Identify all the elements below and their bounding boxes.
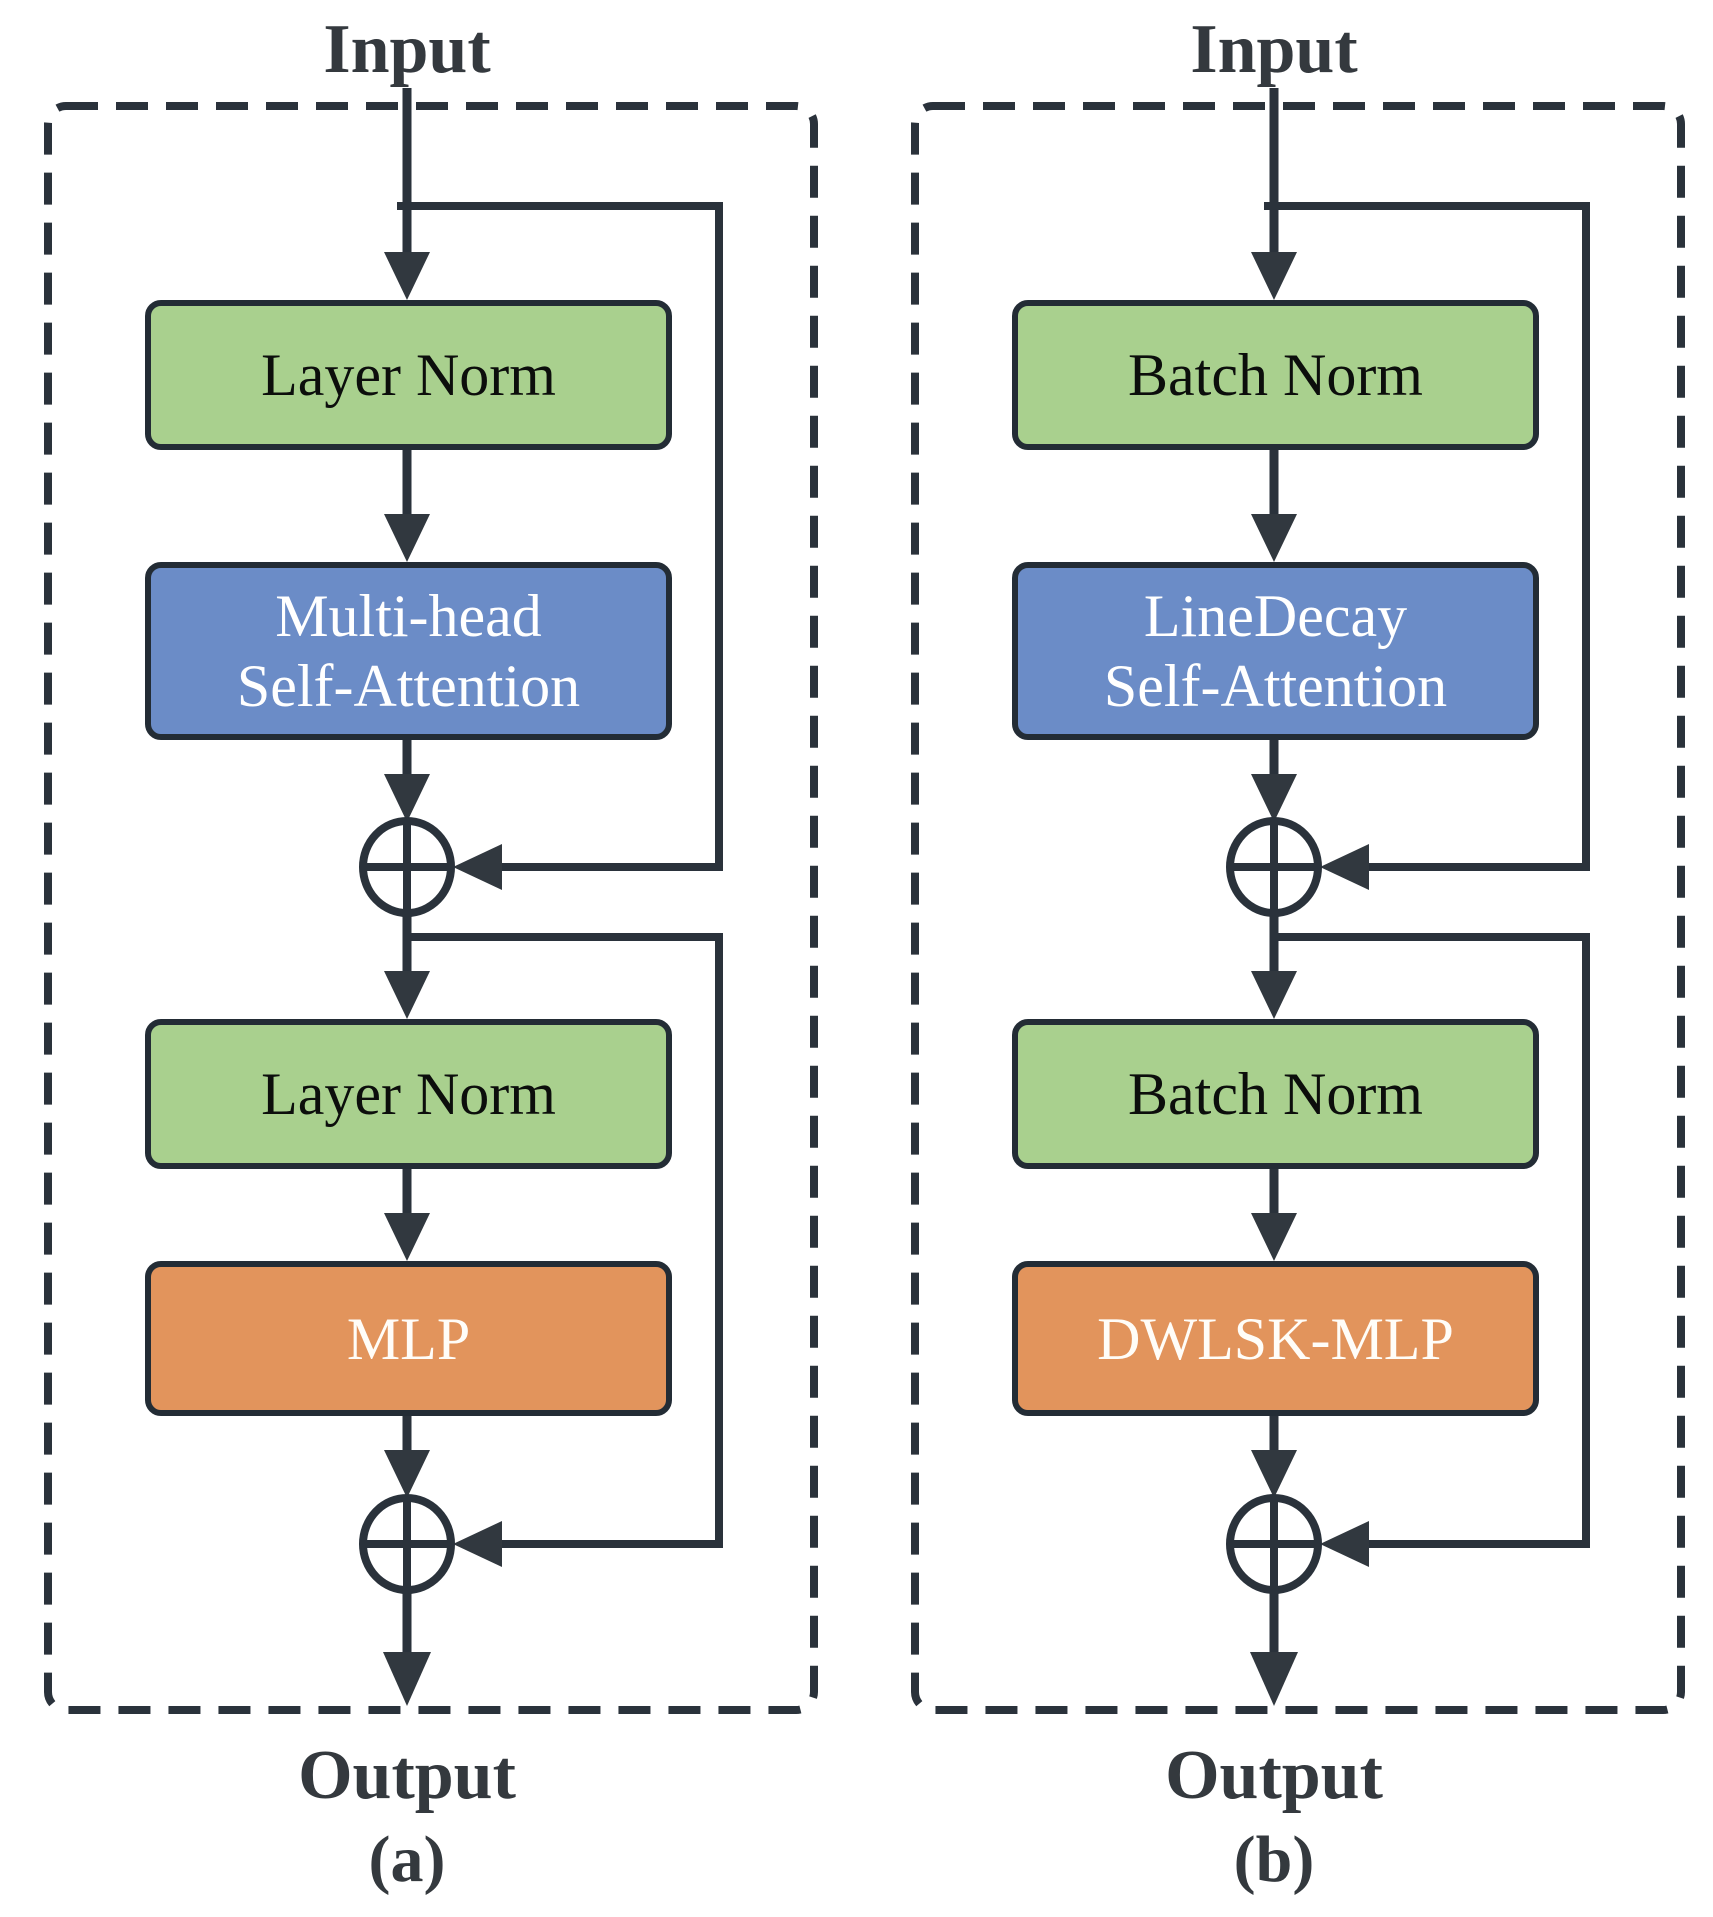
layer-norm-box-2-label: Layer Norm bbox=[261, 1061, 556, 1127]
arrowhead-icon bbox=[1320, 1521, 1369, 1567]
arrowhead-icon bbox=[384, 971, 430, 1019]
dwlsk-mlp-box-label: DWLSK-MLP bbox=[1097, 1305, 1454, 1372]
panel-caption-a: (a) bbox=[368, 1823, 446, 1896]
arrowhead-icon bbox=[384, 774, 430, 822]
arrowhead-icon bbox=[1251, 1450, 1297, 1498]
attention-box-label-line1: Multi-head bbox=[275, 583, 542, 649]
layer-norm-box-2: Layer Norm bbox=[145, 1019, 672, 1169]
batch-norm-box-1-label: Batch Norm bbox=[1128, 342, 1423, 408]
dwlsk-mlp-box: DWLSK-MLP bbox=[1012, 1261, 1539, 1416]
panel-b-wires bbox=[911, 88, 1685, 1714]
arrowhead-icon bbox=[384, 1213, 430, 1261]
linedecay-attention-label-line2: Self-Attention bbox=[1103, 653, 1448, 719]
layer-norm-box-1: Layer Norm bbox=[145, 300, 672, 450]
panel-b-dashed-border bbox=[911, 102, 1685, 1714]
arrowhead-icon bbox=[1320, 844, 1369, 890]
arrowhead-icon bbox=[1250, 1652, 1298, 1706]
linedecay-attention-label-line1: LineDecay bbox=[1143, 583, 1408, 649]
arrowhead-icon bbox=[1251, 514, 1297, 562]
output-label: Output bbox=[1165, 1737, 1383, 1814]
residual-line bbox=[1264, 202, 1590, 871]
residual-line bbox=[1274, 933, 1590, 1548]
attention-box: Multi-head Self-Attention bbox=[145, 562, 672, 740]
layer-norm-box-1-label: Layer Norm bbox=[261, 342, 556, 408]
arrowhead-icon bbox=[1251, 252, 1297, 300]
panel-a-wires bbox=[44, 88, 818, 1714]
residual-line bbox=[397, 202, 723, 871]
arrowhead-icon bbox=[453, 844, 502, 890]
arrowhead-icon bbox=[453, 1521, 502, 1567]
linedecay-attention-box: LineDecay Self-Attention bbox=[1012, 562, 1539, 740]
arrowhead-icon bbox=[383, 1652, 431, 1706]
input-label: Input bbox=[1190, 11, 1358, 88]
attention-box-label-line2: Self-Attention bbox=[236, 653, 581, 719]
arrowhead-icon bbox=[384, 252, 430, 300]
batch-norm-box-1: Batch Norm bbox=[1012, 300, 1539, 450]
output-label: Output bbox=[298, 1737, 516, 1814]
arrowhead-icon bbox=[1251, 971, 1297, 1019]
batch-norm-box-2: Batch Norm bbox=[1012, 1019, 1539, 1169]
arrowhead-icon bbox=[1251, 1213, 1297, 1261]
arrowhead-icon bbox=[1251, 774, 1297, 822]
arrowhead-icon bbox=[384, 514, 430, 562]
batch-norm-box-2-label: Batch Norm bbox=[1128, 1061, 1423, 1127]
input-label: Input bbox=[323, 11, 491, 88]
arrowhead-icon bbox=[384, 1450, 430, 1498]
mlp-box-label: MLP bbox=[346, 1305, 471, 1372]
panel-a-dashed-border bbox=[44, 102, 818, 1714]
residual-line bbox=[407, 933, 723, 1548]
panel-caption-b: (b) bbox=[1233, 1823, 1315, 1896]
mlp-box: MLP bbox=[145, 1261, 672, 1416]
